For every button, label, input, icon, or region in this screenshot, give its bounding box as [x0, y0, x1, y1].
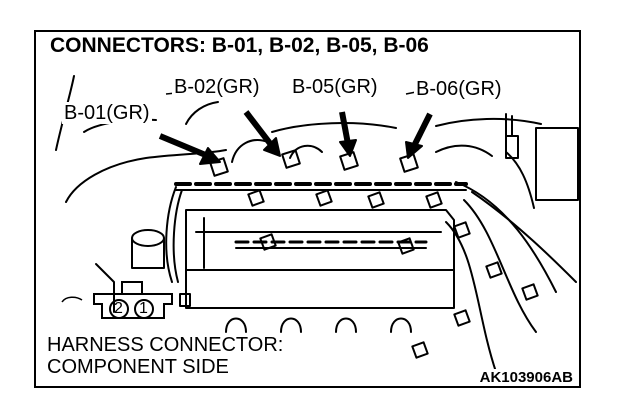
- pulley: [280, 317, 302, 333]
- sensor-stem: [505, 115, 519, 159]
- figure-title: CONNECTORS: B-01, B-02, B-05, B-06: [46, 34, 433, 58]
- bay-contour: [185, 101, 219, 125]
- connector-b02: [281, 149, 301, 169]
- oil-cap-body: [131, 237, 165, 269]
- connector: [521, 283, 539, 301]
- connector-caption: HARNESS CONNECTOR: COMPONENT SIDE: [44, 334, 287, 378]
- harness-right: [463, 199, 537, 333]
- connector: [425, 191, 443, 209]
- harness-right: [445, 221, 497, 373]
- callout-arrows: [158, 91, 433, 165]
- connector: [453, 221, 471, 239]
- arrow-b01: [158, 133, 210, 159]
- arrow-b06: [411, 112, 433, 148]
- valve-cover: [185, 209, 455, 271]
- harness-right: [505, 151, 535, 209]
- figure-code: AK103906AB: [477, 369, 575, 386]
- harness-loop: [231, 139, 269, 163]
- harness-left-drop: [172, 189, 183, 283]
- connector: [453, 309, 471, 327]
- connector-b05: [339, 151, 359, 171]
- connector: [315, 189, 333, 207]
- connector: [397, 237, 415, 255]
- callout-b06: B-06(GR): [414, 78, 504, 100]
- caption-line-1: HARNESS CONNECTOR:: [47, 334, 284, 356]
- callout-b05: B-05(GR): [290, 76, 380, 98]
- caption-line-2: COMPONENT SIDE: [47, 356, 229, 378]
- pulley: [390, 317, 412, 333]
- connector: [367, 191, 385, 209]
- harness-right: [435, 144, 493, 157]
- bay-contour: [435, 117, 542, 127]
- engine-block: [185, 269, 455, 309]
- pin-number-1: 1: [139, 300, 148, 317]
- callout-b02: B-02(GR): [172, 76, 262, 98]
- connector-symbol: [61, 281, 173, 319]
- arrow-b05: [339, 111, 351, 145]
- connector: [247, 189, 265, 207]
- connector: [411, 341, 429, 359]
- reservoir: [535, 127, 579, 201]
- pulley: [335, 317, 357, 333]
- arrow-b02: [243, 110, 275, 148]
- arrow-b02-head: [263, 137, 281, 157]
- harness-loop: [289, 144, 323, 159]
- harness-right: [455, 181, 557, 293]
- callout-b01: B-01(GR): [62, 102, 152, 124]
- harness-left-drop: [165, 186, 177, 283]
- arrow-b06-head: [405, 141, 423, 159]
- arrow-b05-head: [339, 139, 357, 157]
- connector: [179, 293, 191, 307]
- harness-right: [471, 191, 577, 283]
- connector: [259, 233, 277, 251]
- diagram-frame: CONNECTORS: B-01, B-02, B-05, B-06 B-01(…: [34, 30, 581, 388]
- engine-bay-illustration: [55, 75, 579, 373]
- oil-cap: [131, 229, 165, 247]
- arrow-b01-head: [199, 147, 221, 165]
- pulley: [225, 317, 247, 333]
- pin-number-2: 2: [114, 300, 123, 317]
- connector: [485, 261, 503, 279]
- bay-contour: [271, 122, 397, 133]
